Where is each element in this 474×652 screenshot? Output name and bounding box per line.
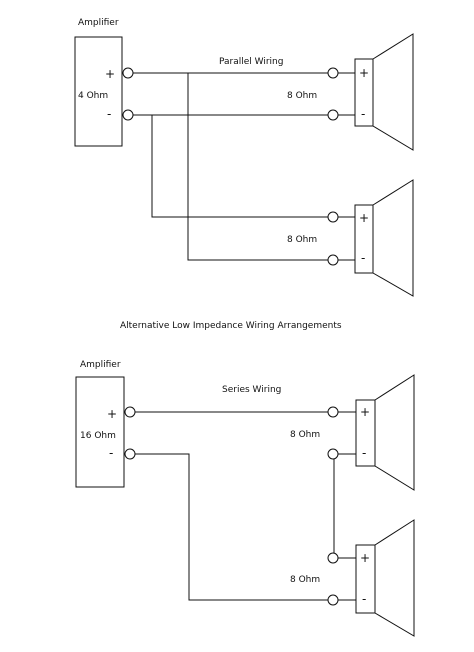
top-amp-minus-terminal — [122, 109, 134, 121]
top-wires — [133, 72, 355, 261]
top-amp-plus-terminal — [122, 67, 134, 79]
diagram-caption: Alternative Low Impedance Wiring Arrange… — [120, 321, 342, 331]
bottom-speaker-1: + - 8 Ohm — [290, 374, 415, 491]
bottom-amp-plus-terminal — [124, 406, 136, 418]
bottom-s2-minus-terminal — [327, 594, 339, 606]
bottom-s1-minus-sign: - — [362, 446, 366, 460]
top-s1-plus-sign: + — [359, 66, 369, 80]
bottom-s1-cone — [374, 374, 415, 491]
top-amp-plus-sign: + — [105, 67, 115, 81]
bottom-s1-minus-terminal — [327, 448, 339, 460]
top-s2-minus-sign: - — [361, 251, 365, 265]
top-s1-cone — [372, 33, 414, 151]
top-wire-plus-to-speaker2 — [133, 72, 334, 261]
bottom-amp-impedance: 16 Ohm — [80, 431, 116, 441]
top-s1-minus-sign: - — [361, 107, 365, 121]
parallel-wiring-diagram: Amplifier + - 4 Ohm Parallel Wiring + - — [74, 18, 414, 297]
top-s2-cone — [372, 179, 414, 297]
bottom-s2-impedance: 8 Ohm — [290, 575, 320, 585]
top-amplifier-label: Amplifier — [78, 18, 119, 28]
bottom-amp-plus-sign: + — [107, 407, 117, 421]
bottom-amp-minus-terminal — [124, 448, 136, 460]
bottom-s1-plus-terminal — [327, 406, 339, 418]
bottom-s2-minus-sign: - — [362, 592, 366, 606]
top-s2-minus-terminal — [327, 254, 339, 266]
top-amp-impedance: 4 Ohm — [78, 91, 108, 101]
bottom-s1-impedance: 8 Ohm — [290, 430, 320, 440]
top-s1-impedance: 8 Ohm — [287, 91, 317, 101]
top-speaker-2: + - 8 Ohm — [287, 179, 414, 297]
bottom-wire-minus-to-speaker2 — [134, 453, 334, 601]
top-s1-plus-terminal — [327, 67, 339, 79]
bottom-amplifier-box — [75, 376, 125, 488]
top-s2-plus-terminal — [327, 211, 339, 223]
top-wire-minus-to-speaker2 — [133, 114, 334, 218]
series-wiring-diagram: Amplifier + - 16 Ohm Series Wiring + - 8 — [75, 360, 415, 637]
bottom-amplifier-label: Amplifier — [80, 360, 121, 370]
series-wiring-title: Series Wiring — [222, 385, 281, 395]
bottom-s2-plus-terminal — [327, 552, 339, 564]
top-amplifier-box — [74, 36, 123, 147]
top-s1-minus-terminal — [327, 109, 339, 121]
bottom-amp-minus-sign: - — [109, 446, 113, 460]
bottom-s2-plus-sign: + — [360, 551, 370, 565]
bottom-wires — [134, 411, 356, 601]
top-s2-plus-sign: + — [359, 211, 369, 225]
top-s2-impedance: 8 Ohm — [287, 235, 317, 245]
top-speaker-1: + - 8 Ohm — [287, 33, 414, 151]
bottom-speaker-2: + - 8 Ohm — [290, 519, 415, 637]
bottom-s1-plus-sign: + — [360, 405, 370, 419]
bottom-s2-cone — [374, 519, 415, 637]
parallel-wiring-title: Parallel Wiring — [219, 57, 283, 67]
top-amp-minus-sign: - — [107, 107, 111, 121]
